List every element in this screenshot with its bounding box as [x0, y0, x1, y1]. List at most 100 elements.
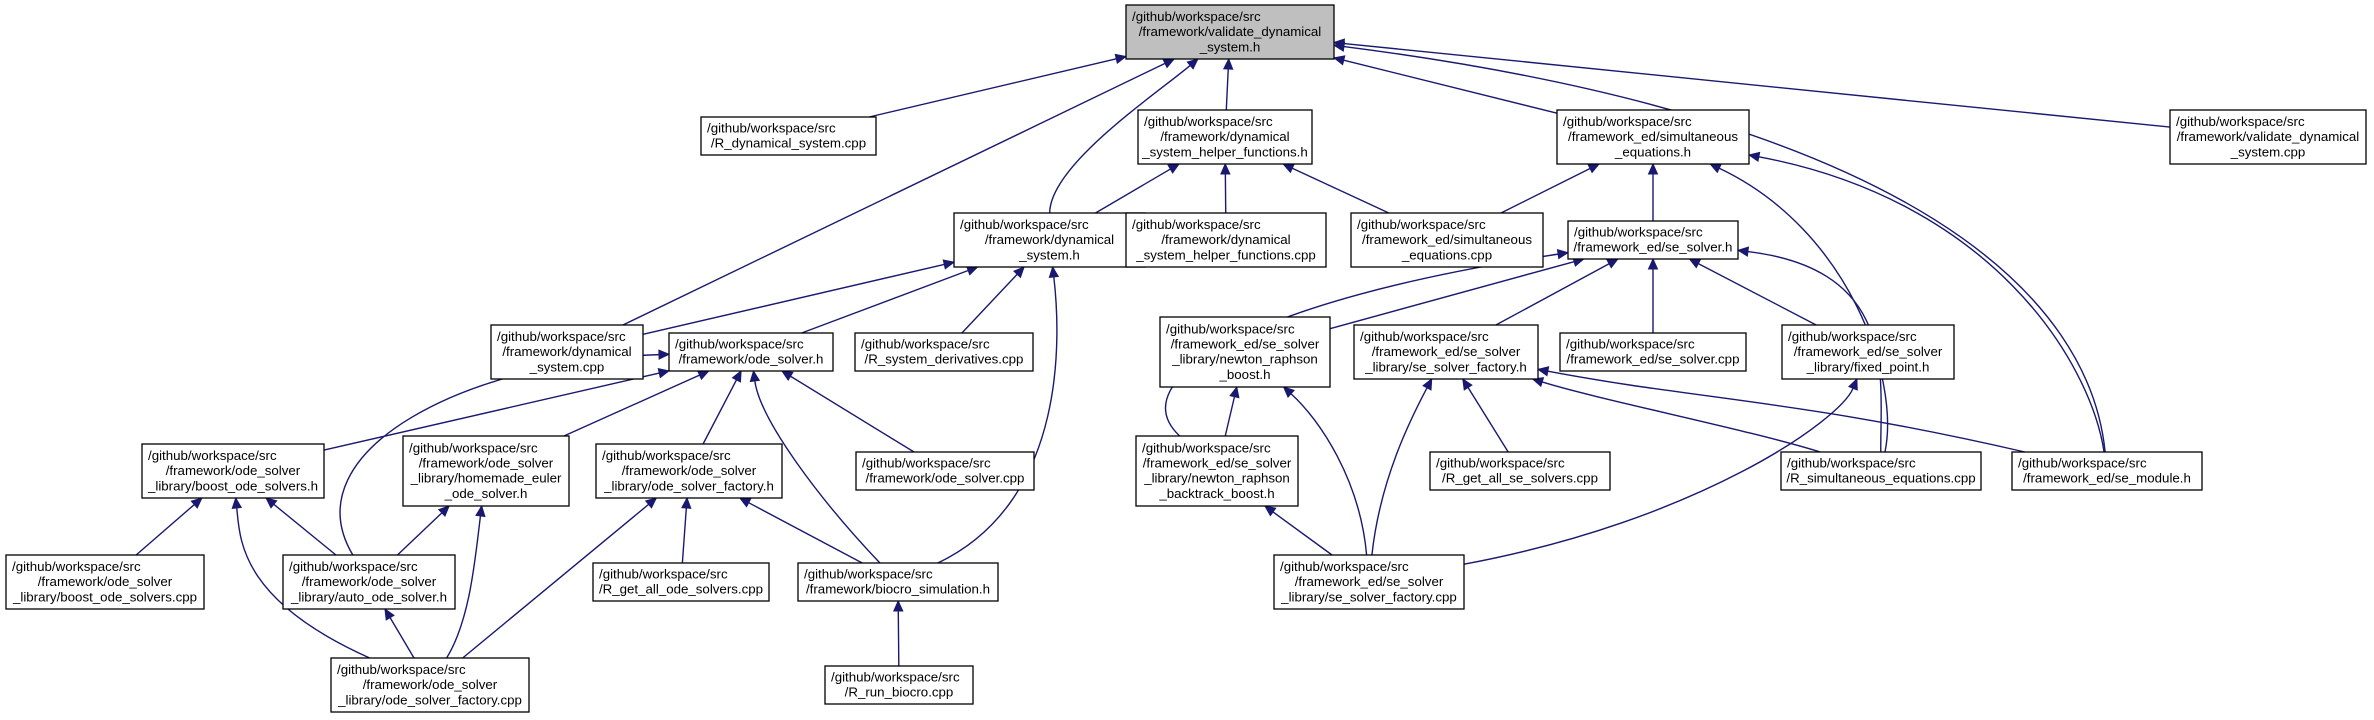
edge-arrowhead	[1709, 163, 1722, 174]
node-box	[1559, 332, 1747, 372]
edge-R-run-biocro-cpp-to-biocro-simulation-h	[893, 599, 904, 667]
node-label-line: _system.h	[1199, 39, 1261, 54]
node-box	[1780, 451, 1982, 491]
node-box	[855, 451, 1035, 491]
edge-arrowhead	[738, 497, 752, 508]
node-label-line: /github/workspace/src	[1280, 559, 1409, 574]
graph-node-biocro-simulation-h[interactable]: /github/workspace/src/framework/biocro_s…	[797, 562, 999, 602]
edge-line	[897, 610, 900, 667]
node-label-line: /framework/validate_dynamical	[2177, 129, 2360, 144]
graph-node-se-solver-factory-h[interactable]: /github/workspace/src/framework_ed/se_so…	[1353, 324, 1539, 380]
edge-line	[1343, 59, 1558, 114]
edge-line	[642, 263, 945, 336]
edge-arrowhead	[1736, 246, 1750, 257]
node-label-line: /github/workspace/src	[831, 670, 960, 685]
edge-line	[1547, 370, 2026, 453]
graph-node-se-solver-h[interactable]: /github/workspace/src/framework_ed/se_so…	[1567, 220, 1739, 260]
graph-node-validate-dynamical-system-cpp[interactable]: /github/workspace/src/framework/validate…	[2169, 109, 2367, 165]
node-label-line: /framework/dynamical	[502, 344, 631, 359]
node-label-line: /github/workspace/src	[1142, 440, 1271, 455]
graph-node-dynamical-system-h[interactable]: /github/workspace/src/framework/dynamica…	[953, 212, 1146, 268]
edge-line	[622, 62, 1166, 326]
node-label-line: /framework/ode_solver	[363, 677, 498, 692]
edge-line	[462, 503, 650, 659]
graph-node-R-system-derivatives-cpp[interactable]: /github/workspace/src/R_system_derivativ…	[854, 332, 1034, 372]
edge-R-dynamical-system-cpp-to-validate-dynamical-system-h	[868, 53, 1128, 118]
edge-arrowhead	[1462, 377, 1473, 391]
graph-node-se-solver-cpp[interactable]: /github/workspace/src/framework_ed/se_so…	[1559, 332, 1747, 372]
node-label-line: /framework_ed/se_solver	[1171, 337, 1320, 352]
node-box	[2169, 109, 2367, 165]
graph-node-ode-solver-factory-cpp[interactable]: /github/workspace/src/framework/ode_solv…	[330, 657, 530, 713]
graph-node-R-get-all-se-solvers-cpp[interactable]: /github/workspace/src/R_get_all_se_solve…	[1429, 451, 1611, 491]
edge-arrowhead	[1048, 265, 1060, 279]
edge-line	[1291, 167, 1390, 214]
edge-arrowhead	[1688, 258, 1702, 269]
edge-arrowhead	[893, 599, 904, 612]
edge-arrowhead	[658, 349, 671, 360]
node-label-line: /framework/ode_solver.cpp	[866, 471, 1025, 486]
node-label-line: /R_dynamical_system.cpp	[711, 136, 866, 151]
node-label-line: /github/workspace/src	[1166, 321, 1295, 336]
edge-arrowhead	[942, 259, 956, 270]
node-box	[668, 332, 834, 372]
edge-arrowhead	[1606, 258, 1619, 269]
edge-validate-dynamical-system-cpp-to-validate-dynamical-system-h	[1332, 38, 2171, 128]
graph-node-simultaneous-equations-cpp[interactable]: /github/workspace/src/framework_ed/simul…	[1350, 212, 1544, 268]
node-label-line: /github/workspace/src	[1132, 217, 1261, 232]
graph-node-R-run-biocro-cpp[interactable]: /github/workspace/src/R_run_biocro.cpp	[824, 665, 974, 705]
graph-node-boost-ode-solvers-cpp[interactable]: /github/workspace/src/framework/ode_solv…	[5, 554, 205, 610]
graph-node-fixed-point-h[interactable]: /github/workspace/src/framework_ed/se_so…	[1781, 324, 1955, 380]
edge-line	[961, 273, 1018, 334]
graph-node-se-solver-factory-cpp[interactable]: /github/workspace/src/framework_ed/se_so…	[1273, 554, 1465, 610]
edge-simultaneous-equations-h-to-validate-dynamical-system-h	[1332, 55, 1558, 114]
graph-node-auto-ode-solver-h[interactable]: /github/workspace/src/framework/ode_solv…	[282, 554, 456, 610]
graph-node-homemade-euler-ode-solver-h[interactable]: /github/workspace/src/framework/ode_solv…	[402, 435, 570, 507]
graph-node-se-module-h[interactable]: /github/workspace/src/framework_ed/se_mo…	[2011, 451, 2203, 491]
edge-arrowhead	[1282, 386, 1295, 398]
graph-node-R-simultaneous-equations-cpp[interactable]: /github/workspace/src/R_simultaneous_equ…	[1780, 451, 1982, 491]
edge-arrowhead	[1536, 366, 1550, 377]
node-label-line: /framework/ode_solver	[166, 463, 301, 478]
node-label-line: /framework/dynamical	[1160, 129, 1289, 144]
graph-node-R-get-all-ode-solvers-cpp[interactable]: /github/workspace/src/R_get_all_ode_solv…	[592, 562, 770, 602]
node-box	[1273, 554, 1465, 610]
graph-node-ode-solver-factory-h[interactable]: /github/workspace/src/framework/ode_solv…	[595, 443, 783, 499]
edge-arrowhead	[190, 497, 203, 509]
node-label-line: /framework_ed/simultaneous	[1568, 129, 1738, 144]
node-box	[854, 332, 1034, 372]
graph-node-validate-dynamical-system-h[interactable]: /github/workspace/src/framework/validate…	[1125, 4, 1335, 60]
node-box	[141, 443, 325, 499]
graph-node-dynamical-system-helper-functions-cpp[interactable]: /github/workspace/src/framework/dynamica…	[1125, 212, 1327, 268]
node-label-line: /github/workspace/src	[602, 448, 731, 463]
graph-node-R-dynamical-system-cpp[interactable]: /github/workspace/src/R_dynamical_system…	[700, 116, 877, 156]
edge-line	[236, 507, 370, 659]
graph-node-boost-ode-solvers-h[interactable]: /github/workspace/src/framework/ode_solv…	[141, 443, 325, 499]
edge-se-solver-cpp-to-se-solver-h	[1647, 257, 1659, 333]
graph-node-simultaneous-equations-h[interactable]: /github/workspace/src/framework_ed/simul…	[1556, 109, 1750, 165]
node-label-line: /github/workspace/src	[337, 662, 466, 677]
graph-node-newton-raphson-boost-h[interactable]: /github/workspace/src/framework_ed/se_so…	[1159, 316, 1331, 388]
graph-node-dynamical-system-cpp[interactable]: /github/workspace/src/framework/dynamica…	[490, 324, 644, 380]
node-box	[1781, 324, 1955, 380]
node-box	[1350, 212, 1544, 268]
edge-arrowhead	[780, 370, 794, 381]
node-label-line: /R_simultaneous_equations.cpp	[1786, 471, 1975, 486]
graph-node-ode-solver-cpp[interactable]: /github/workspace/src/framework/ode_solv…	[855, 451, 1035, 491]
graph-node-newton-raphson-backtrack-boost-h[interactable]: /github/workspace/src/framework_ed/se_so…	[1135, 435, 1299, 507]
graph-node-ode-solver-h[interactable]: /github/workspace/src/framework/ode_solv…	[668, 332, 834, 372]
node-box	[330, 657, 530, 713]
node-label-line: /github/workspace/src	[289, 559, 418, 574]
node-label-line: _backtrack_boost.h	[1158, 486, 1274, 501]
node-label-line: /github/workspace/src	[1788, 329, 1917, 344]
node-box	[1353, 324, 1539, 380]
edge-arrowhead	[696, 370, 710, 381]
edge-arrowhead	[1332, 55, 1346, 66]
edge-line	[801, 269, 969, 334]
node-label-line: /github/workspace/src	[1563, 114, 1692, 129]
edge-se-module-h-to-se-solver-factory-h	[1536, 366, 2026, 453]
node-box	[592, 562, 770, 602]
edge-line	[1225, 68, 1229, 111]
node-label-line: /framework/ode_solver	[38, 574, 173, 589]
graph-node-dynamical-system-helper-functions-h[interactable]: /github/workspace/src/framework/dynamica…	[1137, 109, 1313, 165]
